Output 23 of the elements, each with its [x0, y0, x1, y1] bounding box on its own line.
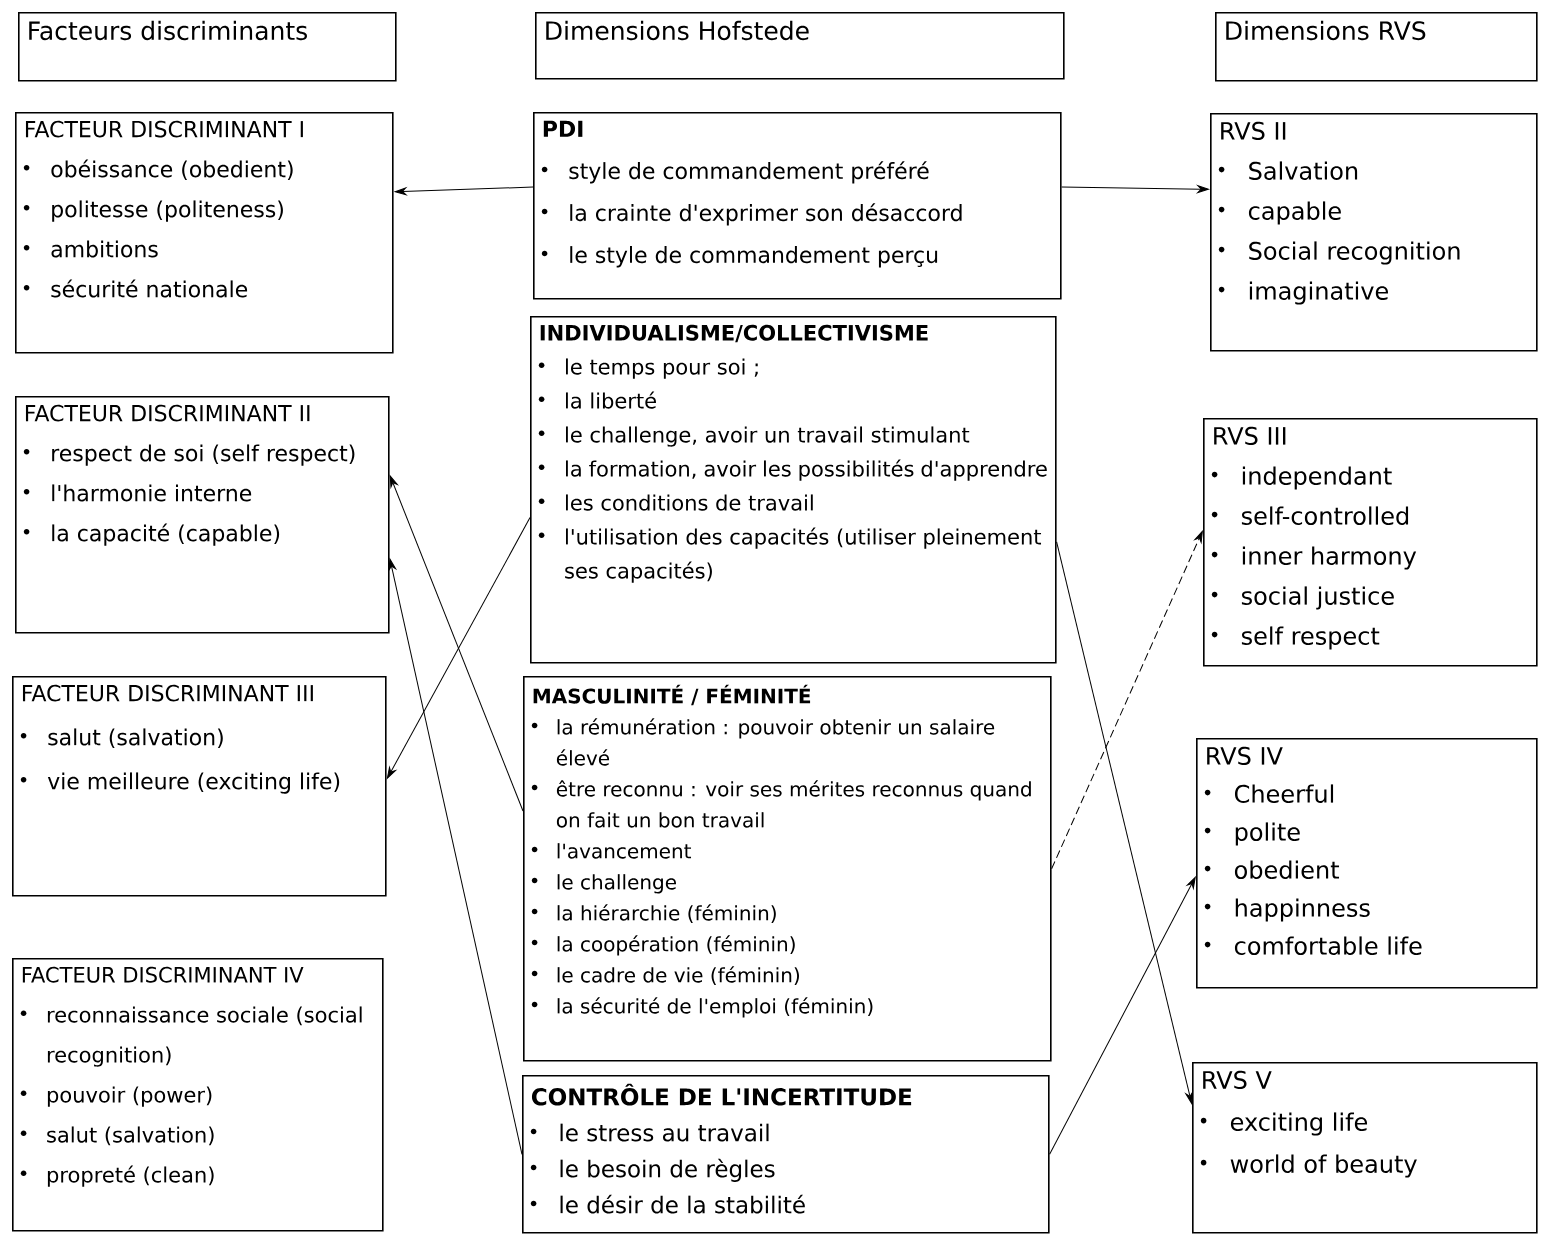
- text-box: RVS V exciting life world of beauty: [1192, 1062, 1538, 1234]
- arrow: [1051, 530, 1203, 870]
- arrow: [1056, 541, 1193, 1104]
- arrow: [388, 558, 523, 1155]
- text-box: FACTEUR DISCRIMINANT IV reconnaissance sociale (social recognition) pouvoir (power) salut (salvation) propreté (clean): [12, 958, 384, 1232]
- text-box: RVS IV Cheerful polite obedient happinness comfortable life: [1196, 738, 1538, 989]
- arrow: [1049, 876, 1196, 1155]
- arrow: [389, 475, 524, 812]
- text-box: CONTRÔLE DE L'INCERTITUDE le stress au travail le besoin de règles le désir de la stabilité: [522, 1075, 1050, 1234]
- text-box: RVS II Salvation capable Social recognition imaginative: [1210, 113, 1538, 352]
- text-box: Facteurs discriminants: [18, 12, 397, 82]
- arrow: [394, 186, 534, 196]
- text-box: INDIVIDUALISME/COLLECTIVISME le temps pour soi ; la liberté le challenge, avoir un travail stimulant la formation, avoir les possibilités d'apprendre les conditions de travail l'utilisation des capacités (utiliser pleinement ses capacités): [530, 316, 1057, 664]
- text-box: Dimensions Hofstede: [535, 12, 1065, 80]
- text-box: RVS III independant self-controlled inner harmony social justice self respect: [1203, 418, 1538, 667]
- text-box: FACTEUR DISCRIMINANT I obéissance (obedient) politesse (politeness) ambitions sécurité nationale: [15, 112, 394, 354]
- text-box: FACTEUR DISCRIMINANT III salut (salvation) vie meilleure (exciting life): [12, 676, 387, 897]
- text-box: Dimensions RVS: [1215, 12, 1538, 82]
- text-box: PDI style de commandement préféré la crainte d'exprimer son désaccord le style de commandement perçu: [533, 112, 1062, 300]
- arrow: [386, 517, 531, 779]
- text-box: MASCULINITÉ / FÉMINITÉ la rémunération : pouvoir obtenir un salaire élevé être reconnu : voir ses mérites reconnus quand on fait un bon travail l'avancement le challenge la hiérarchie (féminin) la coopération (féminin) le cadre de vie (féminin) la sécurité de l'emploi (féminin): [523, 676, 1052, 1062]
- arrow: [1061, 185, 1209, 194]
- text-box: FACTEUR DISCRIMINANT II respect de soi (self respect) l'harmonie interne la capacité (capable): [15, 396, 390, 634]
